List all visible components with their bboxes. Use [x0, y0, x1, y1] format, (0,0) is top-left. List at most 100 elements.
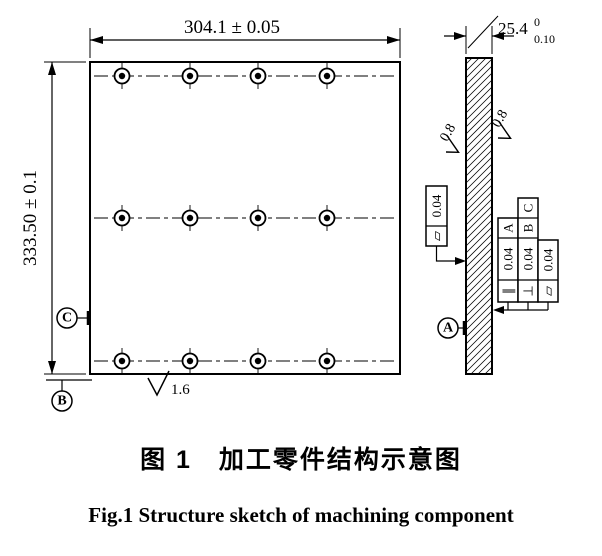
hatch-line: [465, 135, 493, 163]
roughness-check-icon: [147, 370, 170, 397]
perpendicularity-datum-primary: B: [521, 223, 536, 232]
hatch-line: [465, 163, 493, 191]
hole: [181, 348, 199, 374]
hole: [249, 348, 267, 374]
datum-a: A: [437, 317, 466, 339]
parallelism-datum: A: [501, 223, 516, 233]
hole: [113, 205, 131, 231]
datum-a-circle: [437, 317, 459, 339]
datum-b-label: B: [57, 394, 66, 409]
caption-chinese: 图 1 加工零件结构示意图: [140, 445, 462, 474]
hatch-line: [465, 156, 493, 184]
hatch-line: [465, 142, 493, 170]
datum-c: C: [56, 307, 90, 329]
hatch-line: [465, 177, 493, 205]
perpendicularity-icon: ⊥: [521, 285, 536, 296]
hole: [113, 348, 131, 374]
hatch-line: [465, 107, 493, 135]
hatch-lines: [465, 57, 493, 375]
tolerance-leader: [435, 246, 456, 262]
arrowhead-icon: [387, 36, 400, 44]
parallelism-frame: A 0.04 ∥: [497, 217, 519, 303]
arrowhead-icon: [48, 62, 56, 75]
hatch-line: [465, 247, 493, 275]
hatch-line: [465, 303, 493, 331]
hatch-line: [465, 233, 493, 261]
hatch-line: [465, 289, 493, 317]
arrowhead-icon: [90, 36, 103, 44]
surface-roughness-front: 1.6: [147, 370, 190, 398]
hatch-line: [465, 282, 493, 310]
hatch-line: [465, 100, 493, 128]
hatch-line: [465, 184, 493, 212]
hatch-line: [465, 128, 493, 156]
datum-c-label: C: [62, 311, 72, 326]
side-view-outline: [465, 57, 493, 375]
hatch-line: [465, 149, 493, 177]
hatch-line: [465, 331, 493, 359]
hatch-line: [477, 359, 493, 375]
hatch-line: [465, 93, 493, 121]
hole: [318, 348, 336, 374]
height-dimension-label: 333.50 ± 0.1: [20, 170, 41, 266]
hatch-line: [465, 226, 493, 254]
flatness-left-value: 0.04: [429, 194, 444, 217]
roughness-check-icon: [445, 134, 460, 154]
flatness-frame-left: 0.04 ▱: [425, 185, 466, 265]
flatness-frame-right: 0.04 ▱: [537, 239, 559, 303]
hatch-line: [465, 114, 493, 142]
perpendicularity-frame: C B 0.04 ⊥: [517, 197, 539, 303]
hatch-line: [465, 317, 493, 345]
parallelism-icon: ∥: [501, 288, 516, 295]
hatch-line: [465, 57, 480, 72]
flatness-icon: ▱: [541, 286, 556, 296]
dimension-slash: [467, 15, 499, 49]
hatch-line: [465, 338, 493, 366]
perpendicularity-value: 0.04: [521, 247, 536, 270]
front-view-outline: [89, 61, 401, 375]
flatness-right-value: 0.04: [541, 248, 556, 271]
hatch-line: [465, 57, 487, 79]
hatch-line: [465, 345, 493, 373]
hatch-line: [465, 275, 493, 303]
hole: [249, 205, 267, 231]
hatch-line: [465, 65, 493, 93]
hatch-line: [465, 86, 493, 114]
caption-english: Fig.1 Structure sketch of machining comp…: [88, 503, 513, 527]
hatch-line: [465, 240, 493, 268]
hatch-line: [465, 79, 493, 107]
hatch-line: [465, 72, 493, 100]
hole: [318, 205, 336, 231]
arrowhead-icon: [454, 32, 466, 40]
parallelism-value: 0.04: [501, 247, 516, 270]
roughness-value-front: 1.6: [171, 382, 190, 398]
hatch-line: [484, 366, 493, 375]
hatch-line: [465, 296, 493, 324]
thickness-dimension-label: 25.4: [498, 19, 528, 38]
hole: [181, 63, 199, 89]
hatch-line: [465, 219, 493, 247]
hatch-line: [465, 310, 493, 338]
datum-b-circle: [51, 390, 73, 412]
surface-roughness-left: 0.8: [438, 122, 460, 154]
hatch-line: [465, 254, 493, 282]
perpendicularity-datum-secondary: C: [521, 204, 536, 213]
hatch-line: [465, 324, 493, 352]
hole-pattern: [113, 63, 336, 374]
hatch-line: [465, 198, 493, 226]
hatch-line: [465, 121, 493, 149]
width-dimension-label: 304.1 ± 0.05: [184, 17, 280, 38]
datum-c-circle: [56, 307, 78, 329]
datum-a-label: A: [443, 321, 454, 336]
hole: [318, 63, 336, 89]
arrowhead-icon: [48, 361, 56, 374]
roughness-value-left: 0.8: [438, 122, 460, 145]
flatness-icon: ▱: [429, 231, 444, 241]
hole: [113, 63, 131, 89]
hatch-line: [465, 261, 493, 289]
hatch-line: [465, 58, 493, 86]
hatch-line: [470, 352, 493, 375]
side-view: 25.4 0 0.10 0.8 0.8 0.04 ▱ A 0.04: [425, 15, 559, 375]
